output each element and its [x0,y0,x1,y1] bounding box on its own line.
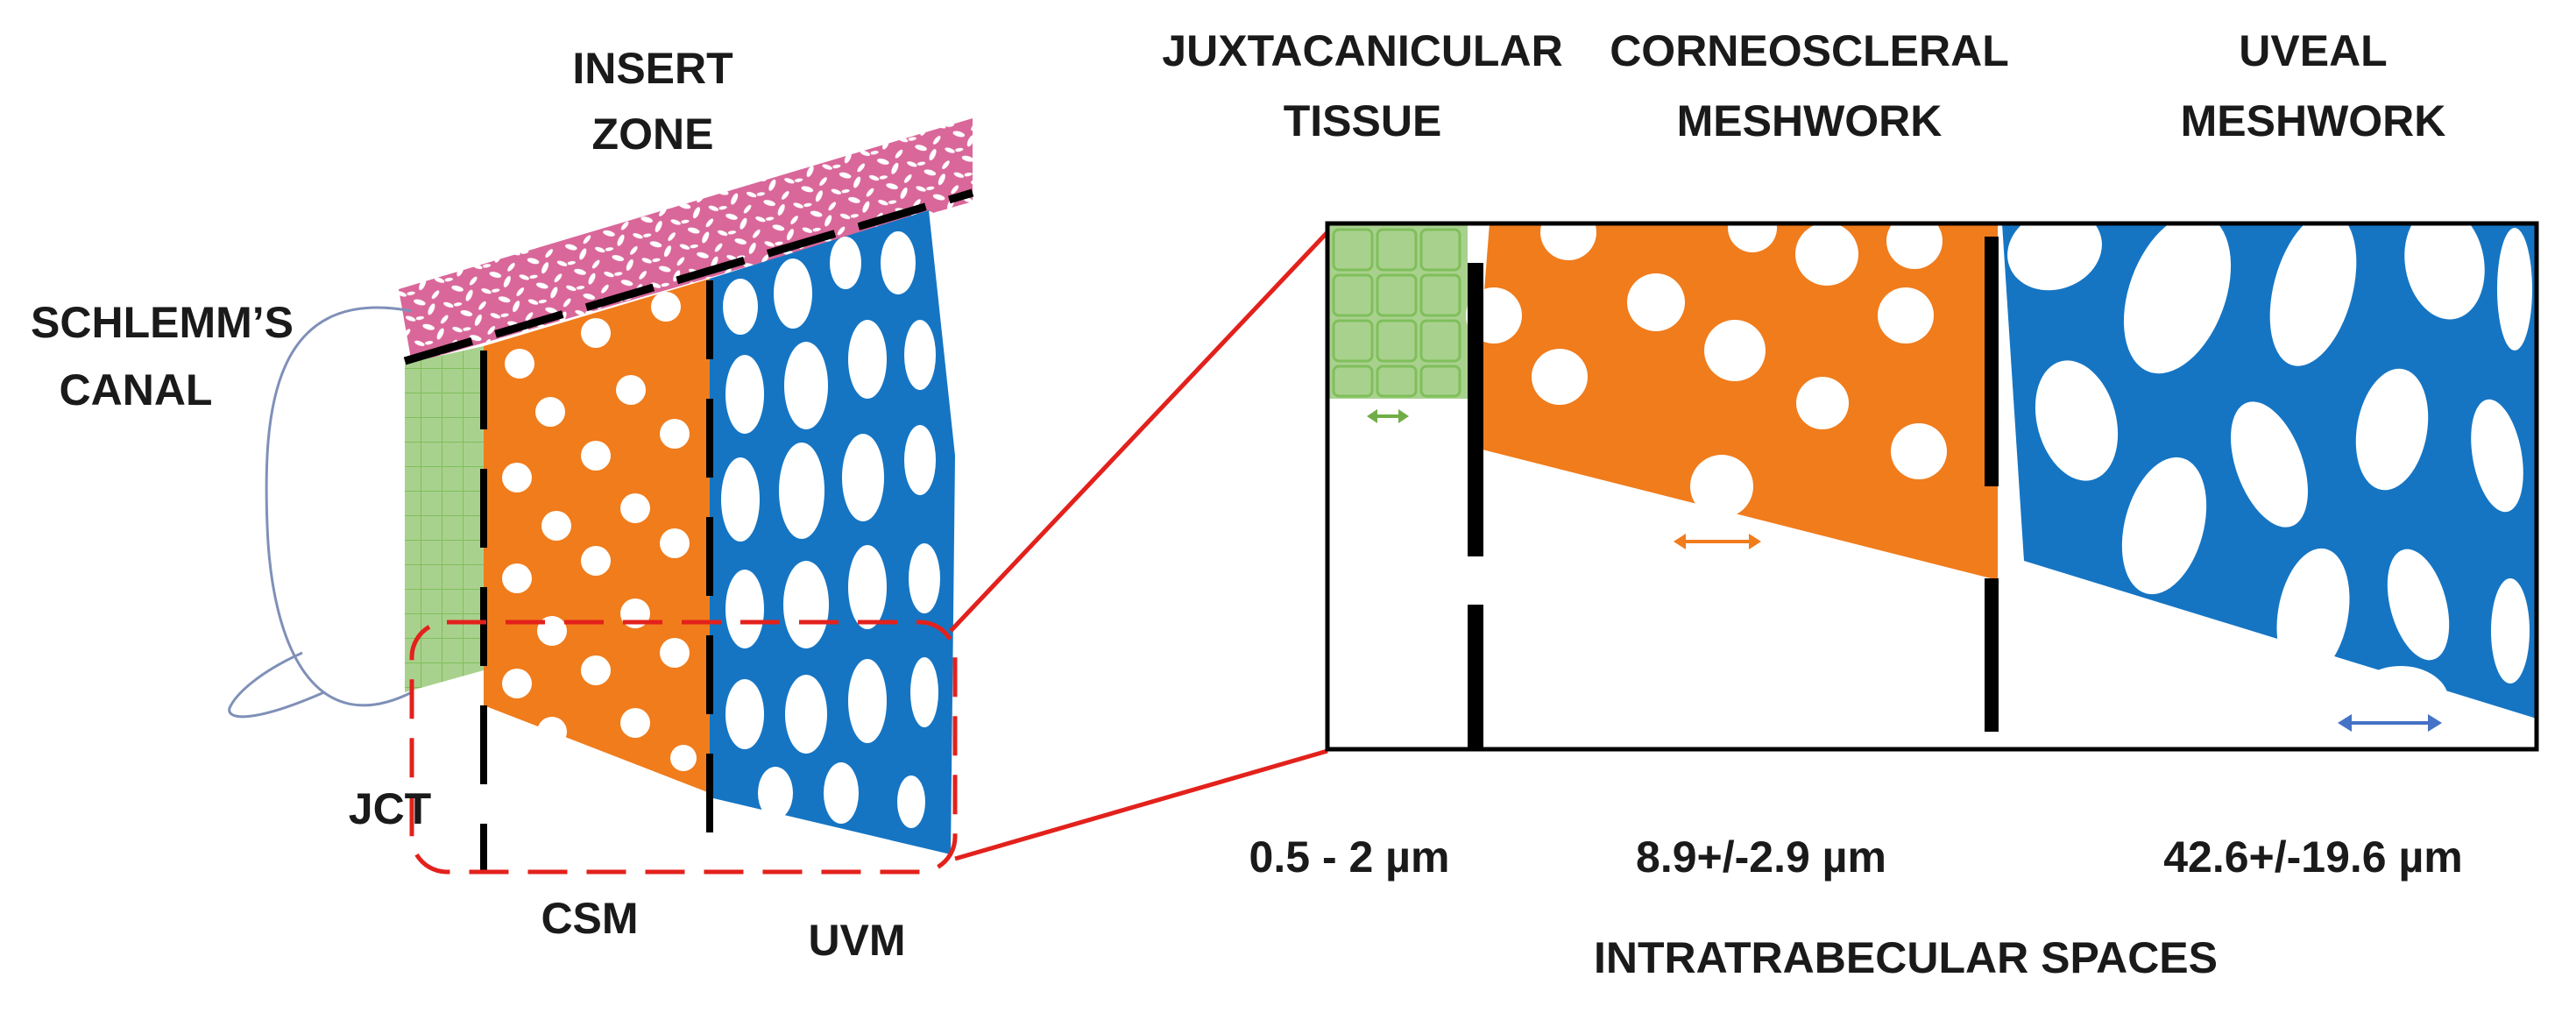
zoom-selection-box [409,620,958,875]
zoom-connector-top [949,230,1329,633]
zoom-connector-bottom [954,748,1328,861]
uveal-label-line1: UVEAL [2239,26,2387,75]
magnified-uvm-pores [2007,223,2532,736]
uveal-label-line2: MESHWORK [2181,96,2446,145]
corneoscleral-label-line2: MESHWORK [1677,96,1943,145]
left-overview [228,118,974,875]
magnified-csm-region [1472,223,1998,580]
insert-boundary-line [403,188,974,365]
insert-zone-label-line2: ZONE [592,110,714,159]
magnified-jct-csm-divider-upper [1468,263,1483,556]
csm-size-arrow [1674,534,1761,549]
uvm-pores [721,231,940,828]
uvm-size-arrow [2338,714,2442,732]
magnified-csm-uvm-divider-upper [1985,237,1999,486]
intratrabecular-spaces-label: INTRATRABECULAR SPACES [1594,933,2218,982]
magnified-jct-region [1327,223,1468,399]
jct-size-arrow [1367,409,1409,423]
uvm-label: UVM [808,916,905,965]
csm-label: CSM [541,894,638,943]
magnified-csm-pores [1466,223,1947,518]
schlemm-canal-label-line1: SCHLEMM’S [31,298,294,347]
magnified-jct-csm-divider-lower [1468,605,1483,749]
magnified-csm-uvm-divider-lower [1985,578,1999,732]
jct-region [405,346,484,692]
jct-size-label: 0.5 - 2 µm [1249,832,1450,882]
magnified-frame [1325,221,2539,752]
insert-zone-band [399,118,973,364]
schlemm-canal-shape [228,306,413,719]
csm-pores [502,292,697,771]
uvm-region [710,210,955,854]
csm-size-label: 8.9+/-2.9 µm [1636,832,1886,882]
insert-zone-label-line1: INSERT [572,44,732,93]
juxtacanicular-label-line2: TISSUE [1284,96,1442,145]
schlemm-canal-label-line2: CANAL [60,365,213,414]
juxtacanicular-label-line1: JUXTACANICULAR [1162,26,1562,75]
magnified-view [1325,221,2539,752]
corneoscleral-label-line1: CORNEOSCLERAL [1610,26,2009,75]
labels: INSERT ZONE SCHLEMM’S CANAL JCT CSM UVM … [31,26,2463,982]
uvm-size-label: 42.6+/-19.6 µm [2163,832,2463,882]
jct-label: JCT [349,784,431,833]
